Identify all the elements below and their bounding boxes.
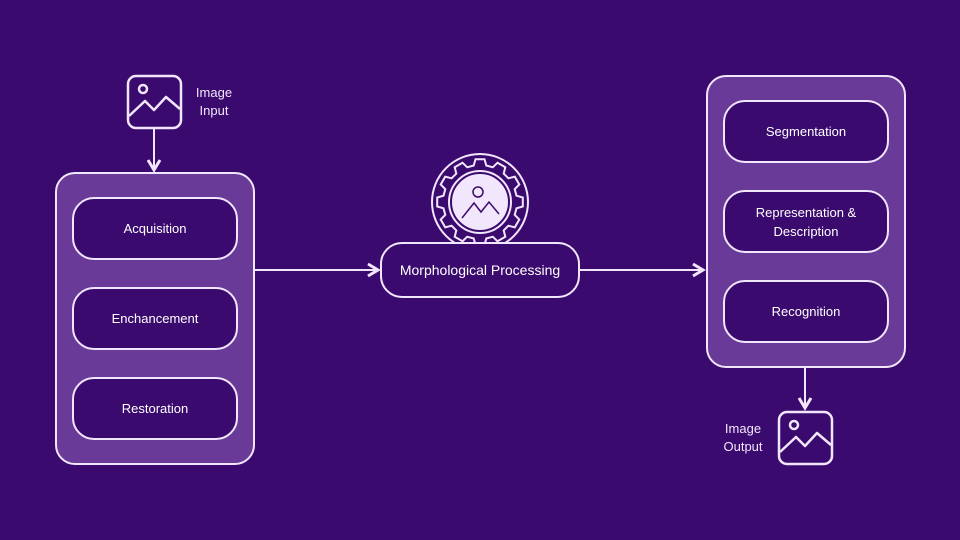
image-output-icon [777, 410, 834, 466]
image-output-label-line1: Image [724, 421, 762, 436]
step-enhancement[interactable]: Enchancement [72, 287, 238, 350]
step-segmentation[interactable]: Segmentation [723, 100, 889, 163]
image-input-label-line1: Image [195, 85, 233, 100]
gear-image-icon [431, 153, 529, 251]
image-output-label-line2: Output [723, 439, 763, 454]
step-recognition[interactable]: Recognition [723, 280, 889, 343]
step-acquisition[interactable]: Acquisition [72, 197, 238, 260]
step-restoration[interactable]: Restoration [72, 377, 238, 440]
step-representation-description[interactable]: Representation & Description [723, 190, 889, 253]
step-morphological-processing[interactable]: Morphological Processing [380, 242, 580, 298]
image-input-label-line2: Input [199, 103, 229, 118]
image-input-icon [126, 74, 183, 130]
